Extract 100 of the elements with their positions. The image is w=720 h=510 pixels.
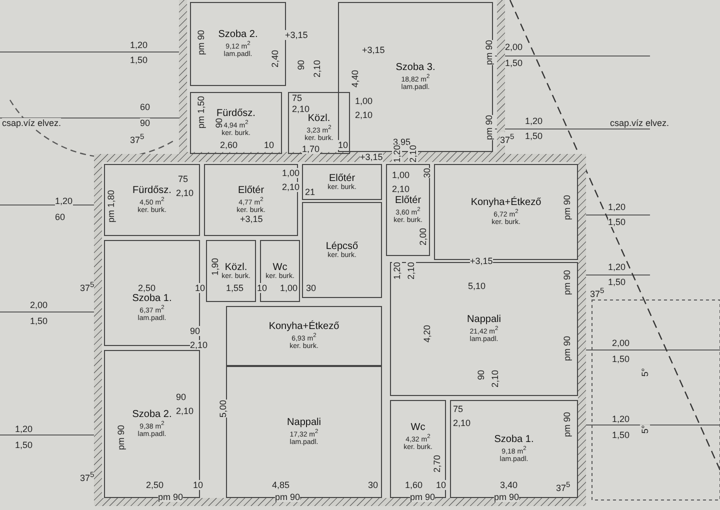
- dimension-label: 90: [296, 60, 306, 70]
- room-name: Szoba 2.: [218, 28, 258, 40]
- dimension-label: +3,15: [362, 45, 385, 55]
- dimension-label: +3,15: [360, 152, 383, 162]
- dimension-label: 1,20: [15, 424, 33, 434]
- dimension-label: 30: [422, 168, 432, 178]
- dimension-label: 1,20: [608, 202, 626, 212]
- dimension-label: 1,50: [608, 277, 626, 287]
- dimension-label: 2,50: [146, 480, 164, 490]
- room-name: Közl.: [224, 262, 248, 272]
- dimension-label: 90: [140, 118, 150, 128]
- dimension-label: pm 90: [484, 115, 494, 140]
- room-name: Wc: [272, 262, 288, 272]
- room-name: Szoba 1.: [494, 434, 534, 445]
- dimension-label: 1,50: [15, 440, 33, 450]
- dimension-label: 75: [292, 93, 302, 103]
- dimension-label: 10: [257, 283, 268, 293]
- dimension-label: pm 90: [562, 412, 572, 438]
- room-outline: [302, 202, 382, 298]
- dimension-label: 1,20: [130, 40, 148, 50]
- dimension-label: 75: [453, 404, 464, 414]
- room-outline: [386, 164, 430, 256]
- room-name: Nappali: [467, 314, 501, 325]
- dimension-label: 37$^{5}$: [130, 132, 144, 145]
- dimension-label: 4,85: [272, 480, 290, 490]
- dimension-label: 2,50: [138, 283, 156, 293]
- dimension-label: 60: [140, 102, 150, 112]
- dimension-label: 37$^{5}$: [80, 470, 94, 483]
- dimension-label: 2,10: [176, 406, 194, 416]
- dimension-label: 1,50: [612, 430, 630, 440]
- dimension-label: 10: [264, 140, 274, 150]
- dimension-label: pm 90: [275, 492, 300, 502]
- dimension-label: 2,10: [406, 262, 416, 280]
- room-outline: [190, 2, 286, 86]
- dimension-label: 2,40: [270, 50, 280, 68]
- dimension-label: 60: [55, 212, 66, 222]
- dimension-label: 2,60: [220, 140, 238, 150]
- dimension-label: 30: [368, 480, 378, 490]
- dimension-label: 1,50: [505, 58, 523, 68]
- dimension-label: 1,50: [608, 217, 626, 227]
- dimension-label: 2,10: [292, 104, 310, 114]
- dimension-label: 1,20: [392, 145, 402, 163]
- dimension-label: 2,10: [453, 418, 471, 428]
- dimension-label: pm 90: [562, 270, 572, 296]
- dimension-label: 2,10: [312, 60, 322, 78]
- dimension-label: 1,20: [55, 196, 73, 206]
- room-name: Konyha+Étkező: [268, 320, 340, 332]
- dimension-label: 5,10: [468, 281, 486, 291]
- room-outline: [204, 164, 298, 236]
- room-name: Előtér: [238, 184, 264, 196]
- dimension-label: pm 90: [116, 425, 126, 450]
- dimension-label: pm 90: [196, 30, 206, 56]
- dimension-label: 1,50: [525, 131, 543, 141]
- dimension-label: 3,95: [393, 137, 411, 147]
- room-outline: [288, 92, 350, 154]
- dimension-label: 90: [214, 118, 224, 128]
- dimension-label: pm 90: [494, 492, 520, 502]
- dimension-label: pm 90: [484, 40, 494, 66]
- dimension-label: 10: [338, 140, 348, 150]
- dimension-label: 1,50: [130, 55, 148, 65]
- dimension-label: 2,00: [505, 42, 523, 52]
- dimension-label: 1,60: [405, 480, 423, 490]
- room-outline: [206, 240, 256, 302]
- dimension-label: +3,15: [470, 256, 493, 266]
- dimension-label: pm 90: [410, 492, 436, 502]
- room-outline: [190, 92, 282, 154]
- dimension-label: 1,20: [608, 262, 626, 272]
- dimension-label: 2,00: [612, 338, 630, 348]
- dimension-label: 1,90: [210, 258, 220, 276]
- room-outline: [302, 164, 382, 200]
- room-name: Előtér: [328, 172, 356, 184]
- dimension-label: 75: [178, 174, 188, 184]
- dimension-label: 10: [195, 283, 206, 293]
- dimension-label: 37$^{5}$: [590, 286, 604, 299]
- dimension-label: 90: [176, 392, 186, 402]
- dimension-label: 1,00: [392, 170, 410, 180]
- dimension-label: 10: [436, 480, 446, 490]
- room-name: Szoba 3.: [396, 62, 436, 73]
- dimension-label: 90: [476, 370, 486, 380]
- room-name: Szoba 1.: [132, 292, 172, 304]
- dimension-label: csap.víz elvez.: [2, 118, 62, 128]
- dimension-label: 2,10: [355, 110, 373, 120]
- room-name: Szoba 2.: [132, 408, 172, 420]
- dimension-label: +3,15: [240, 214, 263, 224]
- room-name: Lépcső: [326, 240, 358, 252]
- dimension-label: 37$^{5}$: [556, 480, 570, 493]
- dimension-label: 1,55: [226, 283, 244, 293]
- dimension-label: 5°: [640, 368, 650, 377]
- dimension-label: pm 90: [562, 336, 572, 362]
- dimension-label: 1,00: [280, 283, 298, 293]
- dimension-label: 1,50: [30, 316, 48, 326]
- dimension-label: +3,15: [285, 30, 308, 40]
- room-outline: [226, 306, 382, 366]
- dimension-label: 1,50: [612, 354, 630, 364]
- room-name: Wc: [410, 422, 426, 433]
- dimension-label: 2,10: [490, 370, 500, 388]
- dimension-label: 4,20: [422, 325, 432, 343]
- dimension-label: pm 1,80: [106, 190, 116, 223]
- dimension-label: 2,00: [30, 300, 48, 310]
- dimension-label: csap.víz elvez.: [610, 118, 670, 128]
